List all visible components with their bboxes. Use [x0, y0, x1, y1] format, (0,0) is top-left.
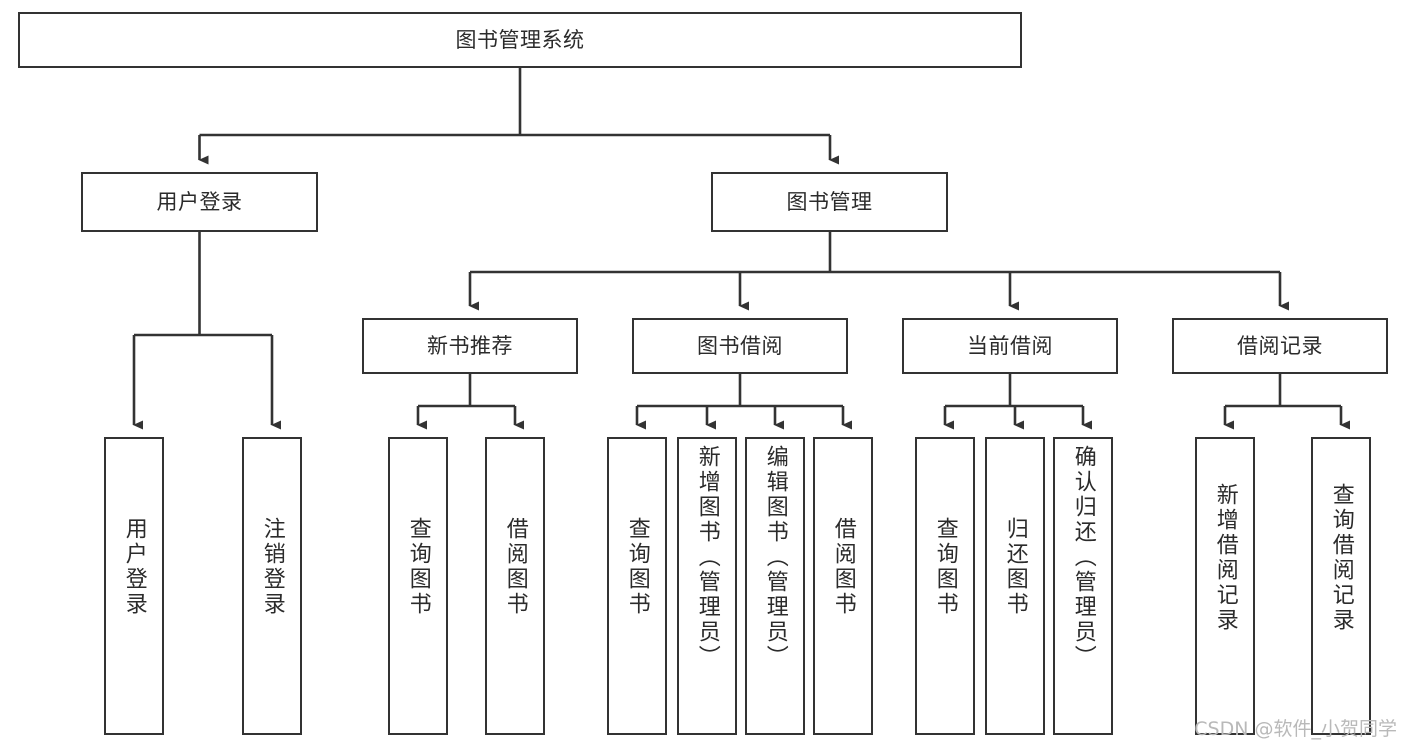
- node-leaf-add-book-admin-label: 新增图书（管理员）: [694, 445, 720, 670]
- node-leaf-return-book[interactable]: 归还图书: [985, 437, 1045, 735]
- node-leaf-user-logout-label: 注销登录: [259, 517, 285, 617]
- node-leaf-query-book-borrow-label: 查询图书: [624, 517, 650, 617]
- node-current-borrow-label: 当前借阅: [967, 333, 1053, 358]
- node-leaf-return-book-label: 归还图书: [1002, 517, 1028, 617]
- node-leaf-query-book-current[interactable]: 查询图书: [915, 437, 975, 735]
- node-leaf-add-borrow-record-label: 新增借阅记录: [1212, 483, 1238, 633]
- node-leaf-borrow-book-recommend[interactable]: 借阅图书: [485, 437, 545, 735]
- node-leaf-user-login-label: 用户登录: [121, 517, 147, 617]
- node-book-management[interactable]: 图书管理: [711, 172, 948, 232]
- node-book-management-label: 图书管理: [786, 189, 873, 214]
- node-leaf-add-borrow-record[interactable]: 新增借阅记录: [1195, 437, 1255, 735]
- node-leaf-user-logout[interactable]: 注销登录: [242, 437, 302, 735]
- node-root-label: 图书管理系统: [455, 27, 585, 52]
- node-book-borrow-label: 图书借阅: [697, 333, 783, 358]
- node-leaf-edit-book-admin[interactable]: 编辑图书（管理员）: [745, 437, 805, 735]
- node-leaf-confirm-return-admin-label: 确认归还（管理员）: [1070, 445, 1096, 670]
- node-leaf-user-login[interactable]: 用户登录: [104, 437, 164, 735]
- node-leaf-borrow-book-label: 借阅图书: [830, 517, 856, 617]
- node-current-borrow[interactable]: 当前借阅: [902, 318, 1118, 374]
- node-leaf-add-book-admin[interactable]: 新增图书（管理员）: [677, 437, 737, 735]
- node-leaf-query-borrow-record-label: 查询借阅记录: [1328, 483, 1354, 633]
- node-leaf-query-book-recommend[interactable]: 查询图书: [388, 437, 448, 735]
- node-leaf-query-book-current-label: 查询图书: [932, 517, 958, 617]
- node-leaf-edit-book-admin-label: 编辑图书（管理员）: [762, 445, 788, 670]
- node-user-login[interactable]: 用户登录: [81, 172, 318, 232]
- node-leaf-query-borrow-record[interactable]: 查询借阅记录: [1311, 437, 1371, 735]
- node-borrow-records-label: 借阅记录: [1237, 333, 1323, 358]
- node-new-book-recommend[interactable]: 新书推荐: [362, 318, 578, 374]
- node-new-book-recommend-label: 新书推荐: [427, 333, 513, 358]
- node-leaf-borrow-book-recommend-label: 借阅图书: [502, 517, 528, 617]
- node-leaf-confirm-return-admin[interactable]: 确认归还（管理员）: [1053, 437, 1113, 735]
- node-root[interactable]: 图书管理系统: [18, 12, 1022, 68]
- node-book-borrow[interactable]: 图书借阅: [632, 318, 848, 374]
- csdn-watermark: CSDN @软件_小贺同学: [1194, 718, 1397, 740]
- node-user-login-label: 用户登录: [156, 189, 243, 214]
- node-leaf-borrow-book[interactable]: 借阅图书: [813, 437, 873, 735]
- node-borrow-records[interactable]: 借阅记录: [1172, 318, 1388, 374]
- node-leaf-query-book-recommend-label: 查询图书: [405, 517, 431, 617]
- node-leaf-query-book-borrow[interactable]: 查询图书: [607, 437, 667, 735]
